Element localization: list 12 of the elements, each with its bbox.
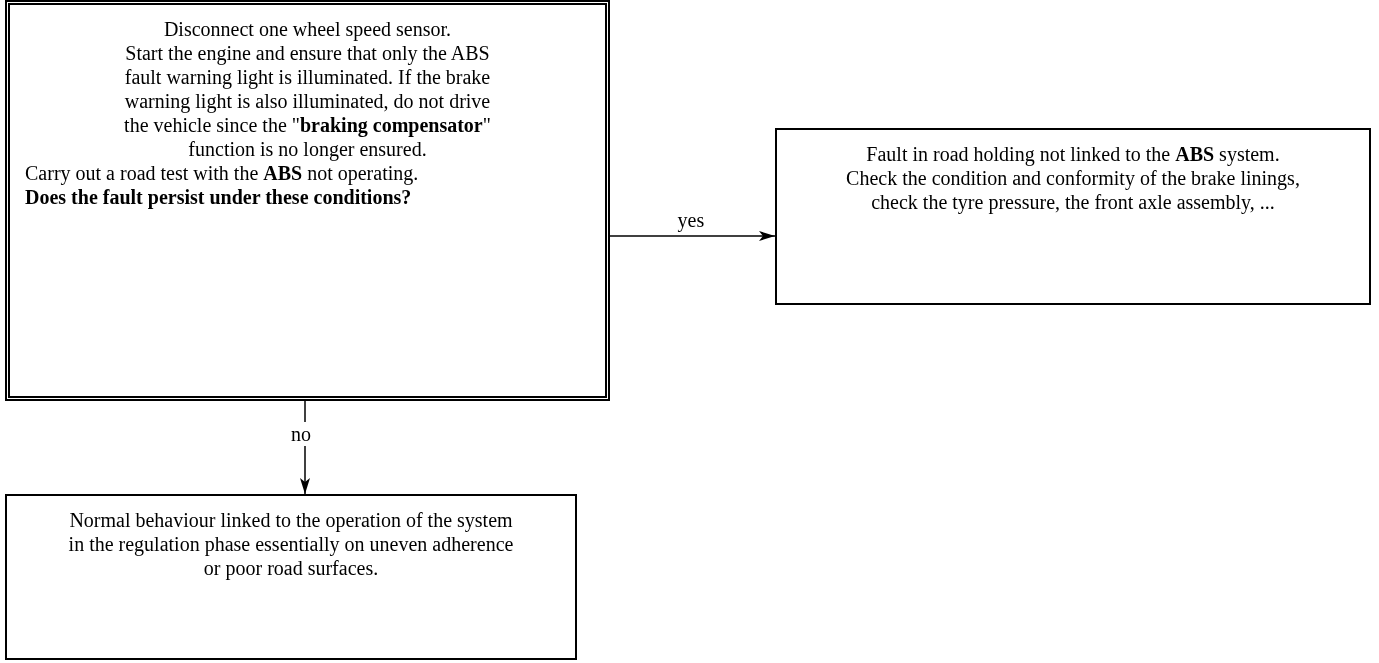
result-text: Normal behaviour linked to the operation of the system in the regulation phase essentially on uneven adherence or poor road surfaces. — [67, 508, 515, 580]
process-box — [5, 494, 577, 660]
arrow — [609, 231, 776, 241]
instruction-text: Carry out a road test with the ABS not operating. — [25, 161, 420, 185]
question-text: Does the fault persist under these conditions? — [25, 185, 413, 209]
process-box — [775, 128, 1371, 305]
edge-label: no — [288, 421, 314, 446]
instruction-text: Check the condition and conformity of the brake linings, check the tyre pressure, the front axle assembly, ... — [845, 166, 1301, 214]
instruction-text: Disconnect one wheel speed sensor. — [162, 17, 453, 41]
instruction-text: Start the engine and ensure that only the ABS fault warning light is illuminated. If the brake warning light is also illuminated, do not drive the vehicle since the "braking compensator" function is no longer ensured. — [123, 41, 492, 161]
decision-box — [5, 0, 610, 401]
result-text: Fault in road holding not linked to the ABS system. — [865, 142, 1281, 166]
